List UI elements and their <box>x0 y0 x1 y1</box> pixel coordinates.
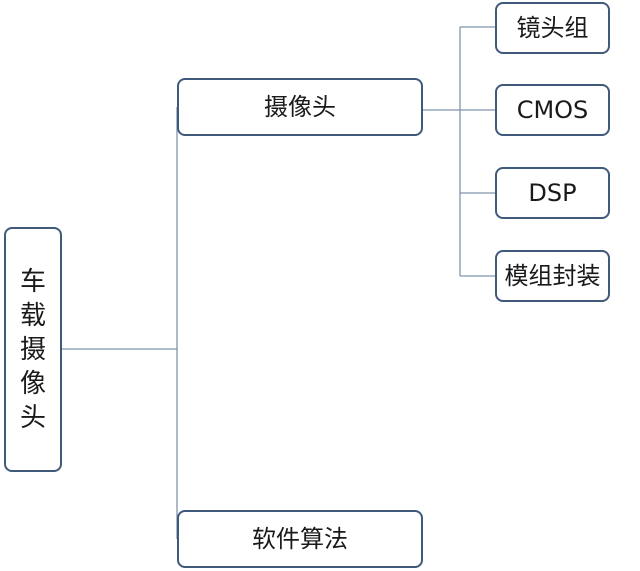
node-cmos-label: CMOS <box>516 96 589 124</box>
node-dsp-label: DSP <box>528 179 577 207</box>
node-camera: 摄像头 <box>177 78 423 136</box>
root-node-label: 车载摄像头 <box>19 266 46 433</box>
node-lens-group: 镜头组 <box>495 2 610 54</box>
node-module-packaging: 模组封装 <box>495 250 610 302</box>
node-software-algorithm-label: 软件算法 <box>252 525 348 553</box>
node-module-packaging-label: 模组封装 <box>504 262 601 290</box>
node-software-algorithm: 软件算法 <box>177 510 423 568</box>
node-dsp: DSP <box>495 167 610 219</box>
root-node-vehicle-camera: 车载摄像头 <box>4 227 62 472</box>
node-cmos: CMOS <box>495 84 610 136</box>
node-camera-label: 摄像头 <box>264 93 336 121</box>
node-lens-group-label: 镜头组 <box>516 14 589 42</box>
